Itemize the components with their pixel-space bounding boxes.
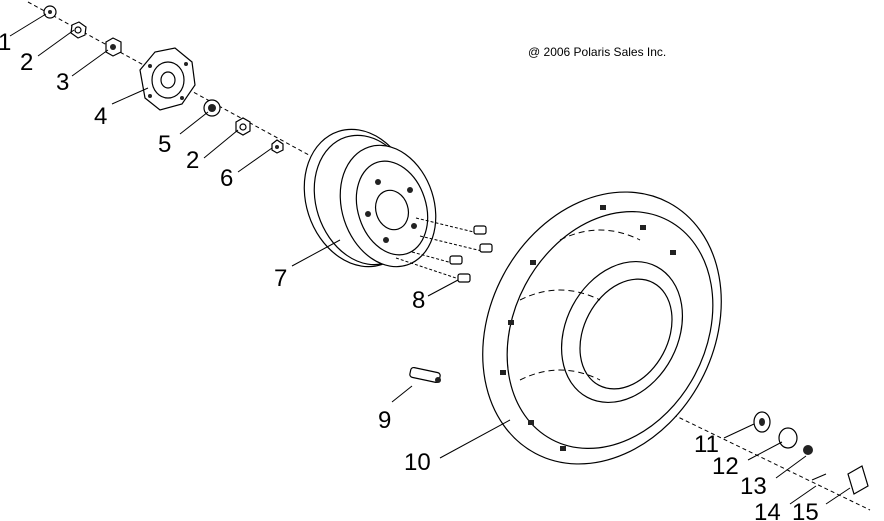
part-9-valve-stem xyxy=(409,366,441,384)
part-1-nut xyxy=(43,5,57,19)
callout-7: 7 xyxy=(274,265,287,292)
part-15-dust-cap xyxy=(847,465,869,495)
part-4-hub xyxy=(139,47,196,111)
part-3-castle-nut xyxy=(105,37,122,57)
callout-10: 10 xyxy=(404,449,431,476)
callout-1: 1 xyxy=(0,29,11,56)
callout-14: 14 xyxy=(754,499,781,521)
part-13-nut xyxy=(803,445,813,455)
part-12-spacer xyxy=(778,427,798,449)
callout-13: 13 xyxy=(740,473,767,500)
callout-9: 9 xyxy=(378,407,391,434)
part-11-cap xyxy=(753,411,771,433)
copyright-text: @ 2006 Polaris Sales Inc. xyxy=(528,45,666,59)
part-8-studs xyxy=(395,217,493,283)
callout-15: 15 xyxy=(792,499,819,521)
part-7-rim xyxy=(303,128,437,268)
callout-2: 2 xyxy=(20,49,33,76)
part-2-washer-lower xyxy=(235,117,251,136)
leader-lines xyxy=(9,13,851,505)
part-14-pin xyxy=(811,473,827,481)
callout-11: 11 xyxy=(694,431,719,458)
callout-5: 5 xyxy=(158,131,171,158)
callout-12: 12 xyxy=(712,453,739,480)
callout-6: 6 xyxy=(220,165,233,192)
callout-2-lower: 2 xyxy=(186,147,199,174)
callout-numbers: 1 2 3 4 5 2 6 7 8 9 10 11 12 13 14 15 xyxy=(0,29,819,521)
part-2-washer xyxy=(70,21,87,39)
callout-4: 4 xyxy=(94,103,107,130)
callout-3: 3 xyxy=(56,69,69,96)
part-10-tire xyxy=(482,191,722,465)
part-6-nut xyxy=(271,139,284,154)
hub-axis xyxy=(27,1,319,161)
callout-8: 8 xyxy=(412,287,425,314)
